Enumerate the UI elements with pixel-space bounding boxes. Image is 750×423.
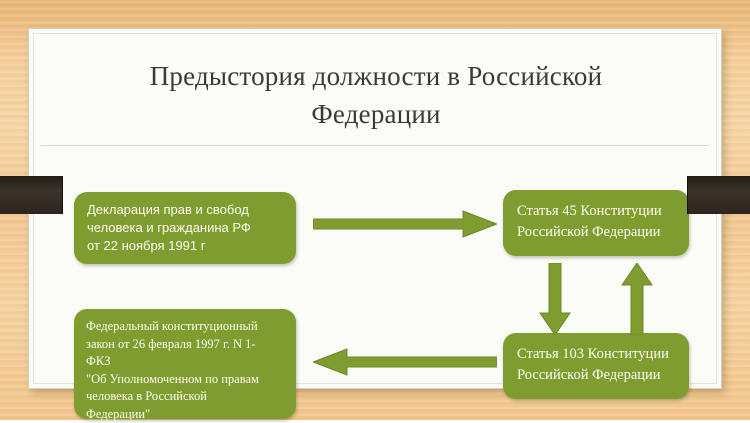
box-federal-law-line-4: "Об Уполномоченном по правам xyxy=(86,371,283,389)
box-declaration-line-1: Декларация прав и свобод xyxy=(87,201,283,219)
presentation-slide: Предыстория должности в Российской Федер… xyxy=(28,28,722,389)
box-federal-law-line-6: Федерации" xyxy=(86,406,283,423)
box-declaration-line-3: от 22 ноября 1991 г xyxy=(87,237,283,255)
box-federal-constitutional-law[interactable]: Федеральный конституционный закон от 26 … xyxy=(74,309,296,419)
box-federal-law-line-3: ФКЗ xyxy=(86,353,283,371)
box-article-103-line-2: Российской Федерации xyxy=(517,365,676,386)
title-divider xyxy=(41,145,709,146)
box-article-103[interactable]: Статья 103 Конституции Российской Федера… xyxy=(503,333,689,399)
box-article-45[interactable]: Статья 45 Конституции Российской Федерац… xyxy=(503,190,689,256)
page-title-line-2: Федерации xyxy=(69,95,683,133)
box-federal-law-line-1: Федеральный конституционный xyxy=(86,318,283,336)
box-article-103-line-1: Статья 103 Конституции xyxy=(517,344,676,365)
box-article-45-line-2: Российской Федерации xyxy=(517,222,676,243)
page-title: Предыстория должности в Российской Федер… xyxy=(69,57,683,133)
page-title-line-1: Предыстория должности в Российской xyxy=(69,57,683,95)
box-declaration-of-rights[interactable]: Декларация прав и свобод человека и граж… xyxy=(74,192,296,264)
arrow-left-icon xyxy=(313,347,497,377)
box-declaration-line-2: человека и гражданина РФ xyxy=(87,219,283,237)
decorative-bar-right xyxy=(687,176,750,214)
box-federal-law-line-2: закон от 26 февраля 1997 г. N 1- xyxy=(86,336,283,354)
box-federal-law-line-5: человека в Российской xyxy=(86,388,283,406)
arrow-right-icon xyxy=(313,209,497,239)
decorative-bar-left xyxy=(0,176,63,214)
arrow-up-icon xyxy=(621,263,653,335)
arrow-down-icon xyxy=(539,263,571,335)
box-article-45-line-1: Статья 45 Конституции xyxy=(517,201,676,222)
